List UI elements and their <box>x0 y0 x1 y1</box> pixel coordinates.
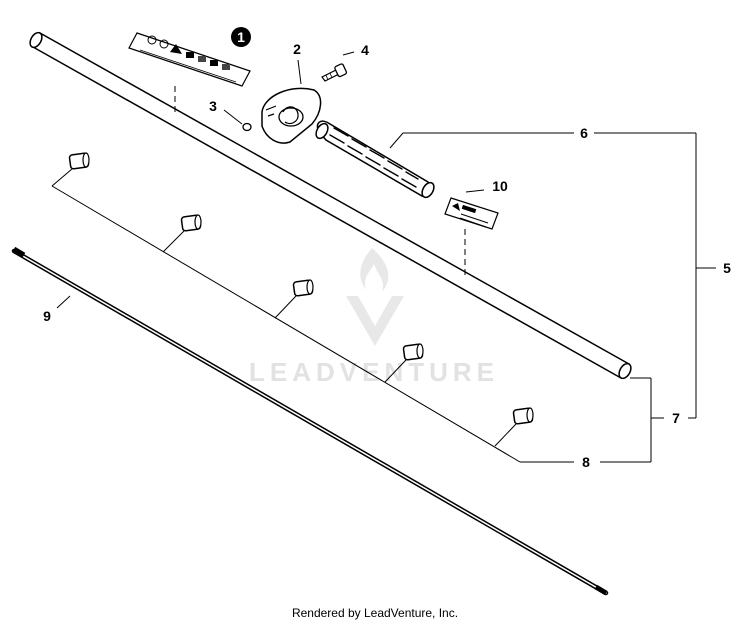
main-tube <box>29 31 632 380</box>
drive-shaft <box>11 246 609 596</box>
callout-4: 4 <box>361 42 369 58</box>
callout-10: 10 <box>492 178 508 194</box>
bushing-5 <box>512 407 534 425</box>
leader-lines <box>51 51 716 463</box>
footer-credit: Rendered by LeadVenture, Inc. <box>291 606 459 620</box>
bushing-1 <box>68 152 90 170</box>
bushing-3 <box>292 279 314 297</box>
grip <box>315 120 435 199</box>
bushing-4 <box>402 343 424 361</box>
handle-bracket <box>261 87 322 144</box>
warning-label <box>128 32 251 87</box>
bolt <box>321 63 348 82</box>
callout-1: 1 <box>231 27 251 47</box>
watermark-logo <box>346 248 404 346</box>
callout-5: 5 <box>723 260 731 276</box>
bushing-2 <box>180 214 202 232</box>
callout-8: 8 <box>582 454 590 470</box>
callout-3: 3 <box>209 98 217 114</box>
nut <box>242 122 252 132</box>
callout-6: 6 <box>580 125 588 141</box>
callout-7: 7 <box>672 410 680 426</box>
watermark-text: LEADVENTURE <box>249 357 499 387</box>
callout-9: 9 <box>43 308 51 324</box>
callout-2: 2 <box>293 41 301 57</box>
caution-label <box>444 197 499 230</box>
svg-text:1: 1 <box>237 29 245 45</box>
